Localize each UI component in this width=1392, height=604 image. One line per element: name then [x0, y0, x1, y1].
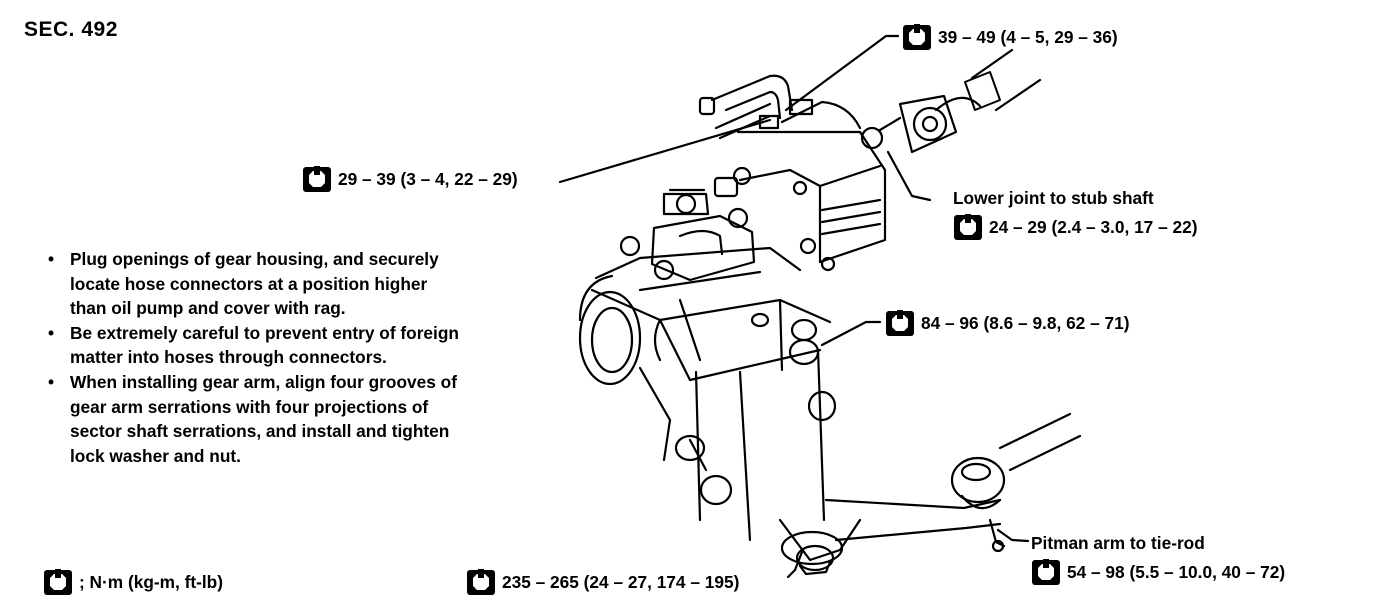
- unit-legend: ; N·m (kg-m, ft-lb): [43, 569, 223, 596]
- torque-tie-rod: 54 – 98 (5.5 – 10.0, 40 – 72): [1031, 559, 1285, 586]
- torque-pitman-arm-nut: 235 – 265 (24 – 27, 174 – 195): [466, 569, 739, 596]
- label-pitman-arm: Pitman arm to tie-rod: [1031, 533, 1205, 553]
- torque-value: 39 – 49 (4 – 5, 29 – 36): [938, 27, 1118, 47]
- hoses: [698, 74, 862, 140]
- torque-wrench-icon: [903, 24, 931, 50]
- torque-wrench-icon: [303, 166, 331, 192]
- torque-hose-connector-lower: 29 – 39 (3 – 4, 22 – 29): [302, 166, 518, 193]
- torque-value: 29 – 39 (3 – 4, 22 – 29): [338, 169, 518, 189]
- pitman-arm: [824, 412, 1082, 553]
- valve-body: [732, 130, 887, 272]
- torque-wrench-icon: [44, 569, 72, 595]
- adjusting-screw: [619, 176, 756, 282]
- torque-value: 54 – 98 (5.5 – 10.0, 40 – 72): [1067, 562, 1286, 582]
- installation-notes: Plug openings of gear housing, and secur…: [48, 247, 468, 468]
- legend-text: ; N·m (kg-m, ft-lb): [79, 572, 223, 592]
- torque-value: 24 – 29 (2.4 – 3.0, 17 – 22): [989, 217, 1198, 237]
- torque-wrench-icon: [954, 214, 982, 240]
- torque-wrench-icon: [1032, 559, 1060, 585]
- note-item: Plug openings of gear housing, and secur…: [48, 247, 468, 321]
- steering-shaft: [860, 48, 1042, 154]
- note-item: When installing gear arm, align four gro…: [48, 370, 468, 468]
- torque-wrench-icon: [467, 569, 495, 595]
- torque-lower-joint: 24 – 29 (2.4 – 3.0, 17 – 22): [953, 214, 1198, 241]
- sector-shaft: [778, 518, 862, 576]
- torque-value: 84 – 96 (8.6 – 9.8, 62 – 71): [921, 313, 1130, 333]
- section-number: SEC. 492: [24, 18, 118, 41]
- torque-gear-mount-bolt: 84 – 96 (8.6 – 9.8, 62 – 71): [885, 310, 1130, 337]
- label-lower-joint: Lower joint to stub shaft: [953, 188, 1154, 208]
- torque-hose-connector-upper: 39 – 49 (4 – 5, 29 – 36): [902, 24, 1118, 51]
- torque-value: 235 – 265 (24 – 27, 174 – 195): [502, 572, 740, 592]
- note-item: Be extremely careful to prevent entry of…: [48, 321, 468, 370]
- gear-housing: [578, 246, 837, 542]
- torque-wrench-icon: [886, 310, 914, 336]
